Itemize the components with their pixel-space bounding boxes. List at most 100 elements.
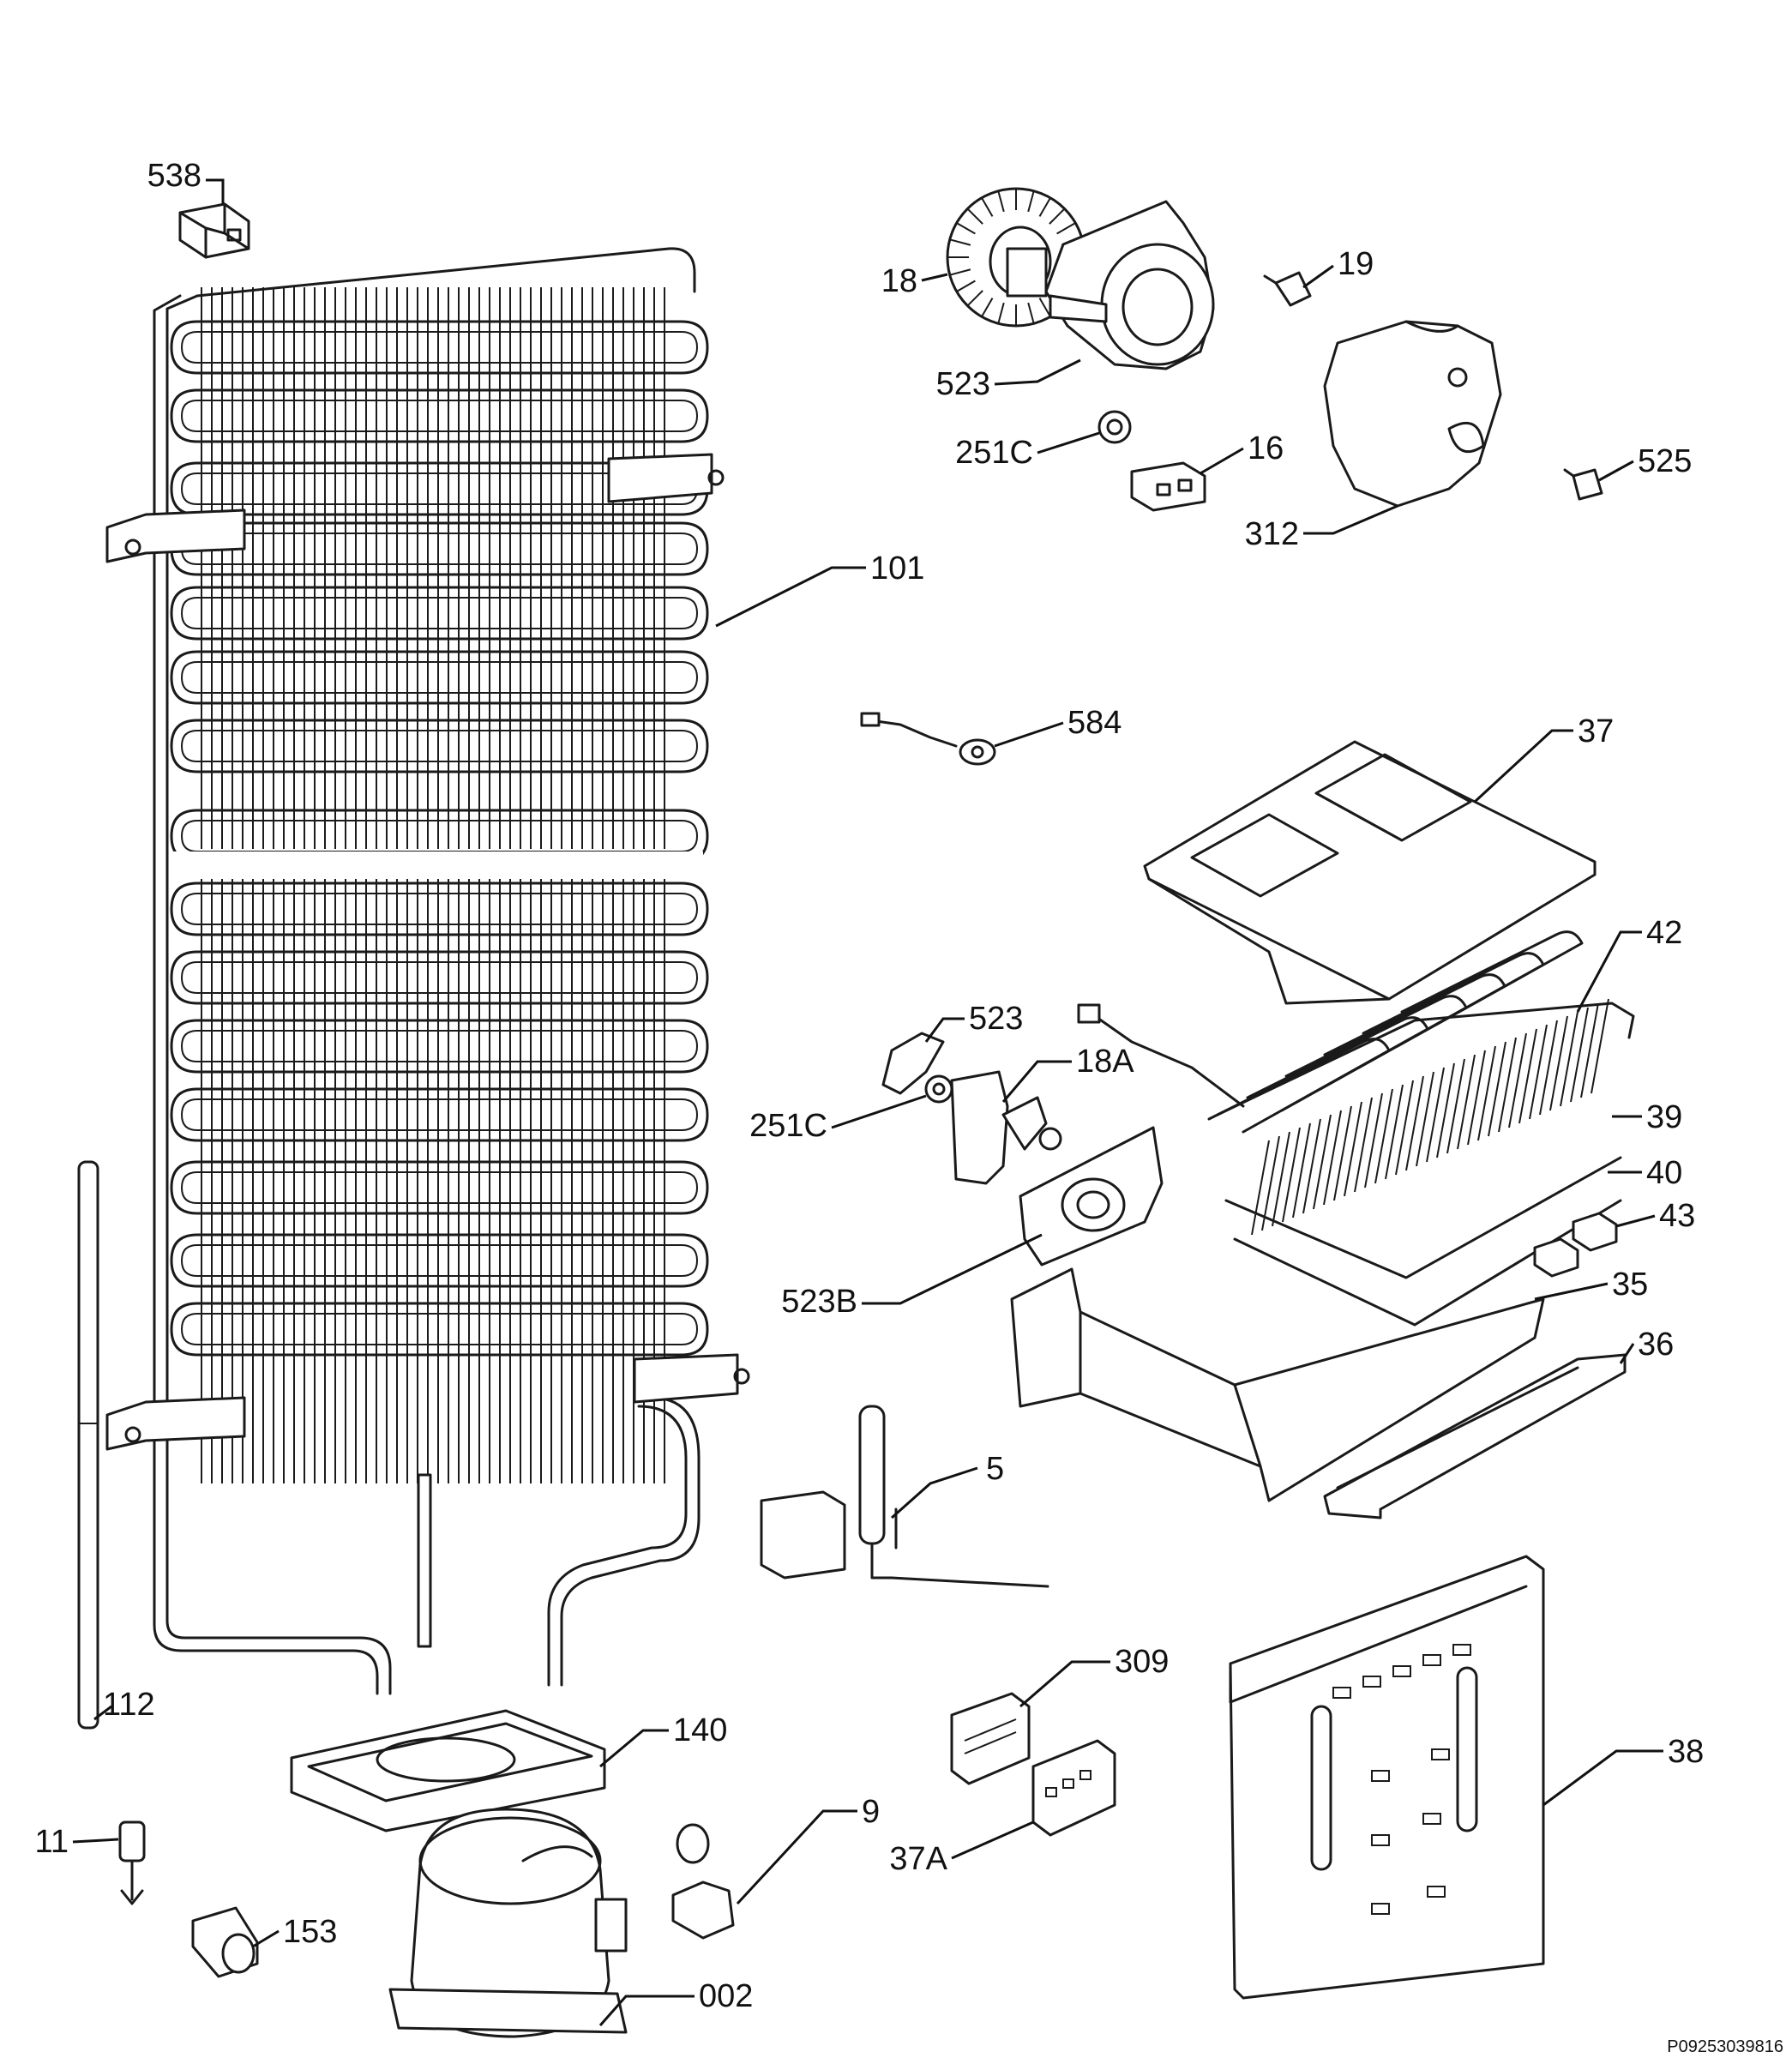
grommet-icon [924, 1074, 953, 1104]
condenser-coil-row [170, 320, 709, 375]
condenser-coil-inner [180, 961, 699, 994]
leader-line [93, 1705, 112, 1721]
part-label-p19: 19 [1338, 246, 1374, 282]
condenser-coil-inner [180, 1313, 699, 1345]
leader-line [891, 1466, 978, 1519]
leader-line [598, 1995, 695, 2026]
connector-plug-icon [178, 202, 250, 259]
leader-line [252, 1929, 280, 1948]
fan-motor-icon [950, 1070, 1062, 1185]
channel-icon [1323, 1353, 1627, 1519]
valve-icon [118, 1820, 146, 1905]
leader-line [1302, 264, 1334, 289]
part-label-p35: 35 [1612, 1267, 1648, 1303]
mounting-bracket-icon [105, 453, 750, 1451]
switch-icon [1130, 461, 1206, 512]
compressor-icon [388, 1808, 628, 2038]
part-label-p36: 36 [1638, 1327, 1674, 1363]
dryer-filter-icon [760, 1405, 1049, 1588]
condenser-coil-inner [180, 331, 699, 364]
part-label-p18: 18 [881, 263, 917, 299]
part-label-p43: 43 [1659, 1198, 1695, 1234]
leader-line [1037, 431, 1100, 454]
leader-line [924, 1017, 965, 1043]
part-label-p38: 38 [1668, 1734, 1704, 1770]
compressor-base-icon [290, 1709, 606, 1832]
lamp-cover-icon [1323, 320, 1502, 508]
part-label-p37: 37 [1578, 713, 1614, 749]
condenser-coil-inner [180, 533, 699, 565]
evaporator-icon [1224, 998, 1622, 1279]
tube-icon [77, 1160, 99, 1730]
leader-line [1001, 1060, 1072, 1103]
document-code: P09253039816 [1667, 2037, 1783, 2056]
condenser-coil-row [170, 1160, 709, 1215]
condenser-coil-row [170, 1087, 709, 1142]
part-label-p42: 42 [1646, 915, 1682, 951]
leader-line [1473, 729, 1573, 803]
condenser-coil-row [170, 950, 709, 1005]
leader-line [206, 178, 225, 204]
condenser-coil-inner [180, 1171, 699, 1204]
condenser-coil-inner [180, 820, 699, 852]
part-label-p37a: 37A [889, 1841, 947, 1877]
control-board-icon [950, 1692, 1031, 1785]
condenser-coil-inner [180, 661, 699, 694]
part-label-p584: 584 [1067, 705, 1122, 741]
condenser-coil-row [170, 882, 709, 936]
condenser-coil-inner [180, 597, 699, 629]
leader-line [994, 358, 1081, 386]
condenser-coil-inner [180, 730, 699, 762]
condenser-coil-inner [180, 400, 699, 432]
heater-icon [1077, 930, 1635, 1134]
leader-line [921, 273, 948, 282]
cover-plate-icon [1143, 740, 1597, 1005]
part-label-p39: 39 [1646, 1099, 1682, 1135]
part-label-p002: 002 [699, 1978, 753, 2014]
fan-blade-icon [1097, 410, 1132, 444]
condenser-coil-row [170, 1233, 709, 1288]
condenser-coil-inner [180, 1098, 699, 1131]
fan-cover-icon [1019, 1126, 1164, 1267]
condenser-coil-row [170, 1019, 709, 1074]
leader-line [1303, 504, 1398, 535]
condenser-coil-inner [180, 1244, 699, 1277]
part-label-p5: 5 [986, 1451, 1004, 1487]
part-label-p523-top: 523 [936, 366, 990, 402]
sensor-icon [860, 712, 996, 766]
condenser-coil-row [170, 388, 709, 443]
leader-line [1576, 930, 1642, 1013]
clip-icon [1533, 1212, 1618, 1278]
part-label-p251c-top: 251C [955, 435, 1033, 471]
condenser-coil-row [170, 1302, 709, 1357]
rear-panel-icon [1229, 1555, 1545, 2000]
part-label-p140: 140 [673, 1712, 727, 1748]
lamp-bulb-icon [1263, 271, 1312, 307]
part-label-p309: 309 [1115, 1644, 1169, 1680]
part-label-p153: 153 [283, 1914, 337, 1950]
part-label-p9: 9 [862, 1794, 880, 1830]
leader-line [1200, 447, 1244, 475]
part-label-p523-mid: 523 [969, 1001, 1023, 1037]
capacitor-icon [191, 1906, 259, 1978]
leader-line [599, 1729, 669, 1768]
condenser-coil-inner [180, 1030, 699, 1062]
part-label-p16: 16 [1248, 430, 1284, 466]
relay-icon [671, 1823, 735, 1940]
leader-line [1615, 1214, 1656, 1228]
leader-line [72, 1838, 119, 1844]
display-board-icon [1031, 1739, 1116, 1837]
leader-line [1019, 1660, 1110, 1708]
condenser-coil-row [170, 719, 709, 773]
leader-line [951, 1820, 1034, 1860]
part-label-p18a: 18A [1076, 1044, 1134, 1080]
leader-line [736, 1809, 857, 1905]
leader-line [1542, 1749, 1663, 1807]
leader-line [1534, 1282, 1609, 1301]
condenser-icon [105, 247, 750, 1695]
leader-line [831, 1094, 927, 1129]
part-label-p101: 101 [870, 551, 924, 587]
bracket-icon [881, 1032, 945, 1095]
drain-tray-icon [1010, 1267, 1545, 1502]
leader-line [1598, 460, 1634, 482]
